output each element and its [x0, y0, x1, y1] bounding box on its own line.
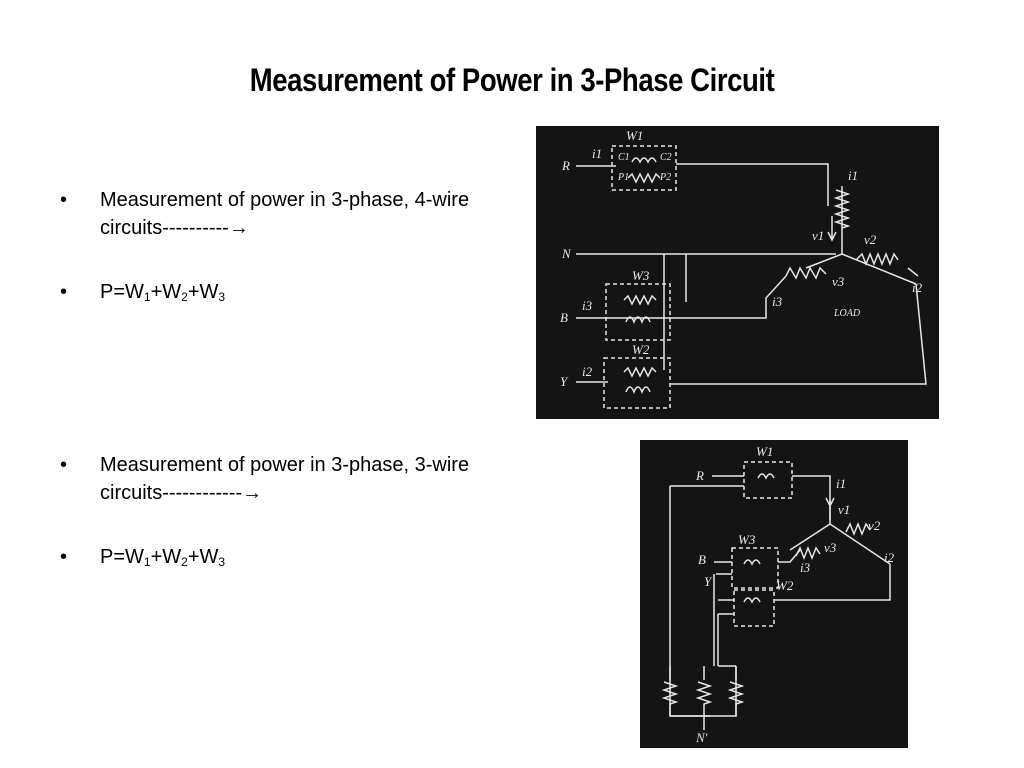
- label-i3: i3: [800, 560, 811, 575]
- formula-subscript: 2: [181, 555, 188, 569]
- bullet-4wire-description: Measurement of power in 3-phase, 4-wire …: [60, 186, 480, 242]
- label-v3: v3: [824, 540, 837, 555]
- label-v1: v1: [812, 228, 824, 243]
- label-b: B: [698, 552, 706, 567]
- formula-text: +W: [150, 546, 182, 568]
- label-y: Y: [704, 574, 713, 589]
- bullet-4wire-text: Measurement of power in 3-phase, 4-wire …: [100, 189, 470, 239]
- label-p2: P2: [659, 172, 671, 183]
- bullet-3wire-formula: P=W1+W2+W3: [60, 543, 480, 571]
- bullet-list-4wire: Measurement of power in 3-phase, 4-wire …: [60, 186, 480, 342]
- label-n-prime: N': [695, 730, 708, 745]
- label-i3-source: i3: [582, 298, 593, 313]
- label-n: N: [561, 246, 572, 261]
- label-w3: W3: [738, 532, 756, 547]
- label-w2: W2: [776, 578, 794, 593]
- label-w2: W2: [632, 342, 650, 357]
- formula-text: +W: [187, 546, 219, 568]
- label-i1-load: i1: [848, 168, 858, 183]
- circuit-diagram-3wire: W1 W3 W2 R B Y i1 i2 i3 v1 v2 v3 N': [640, 440, 908, 748]
- bullet-list-3wire: Measurement of power in 3-phase, 3-wire …: [60, 451, 480, 607]
- label-i1-source: i1: [592, 146, 602, 161]
- label-c2: C2: [660, 152, 672, 163]
- slide-title: Measurement of Power in 3-Phase Circuit: [249, 62, 775, 98]
- label-b: B: [560, 310, 568, 325]
- label-r: R: [561, 158, 570, 173]
- formula-text: P=W: [100, 281, 144, 303]
- circuit-4wire-svg: W1 W3 W2 R N B Y i1 i3 i2 C1 C2 P1 P2 i1…: [560, 128, 927, 409]
- circuit-diagram-4wire: W1 W3 W2 R N B Y i1 i3 i2 C1 C2 P1 P2 i1…: [536, 126, 939, 419]
- bullet-3wire-description: Measurement of power in 3-phase, 3-wire …: [60, 451, 480, 507]
- formula-text: +W: [150, 281, 182, 303]
- label-y: Y: [560, 374, 569, 389]
- bullet-3wire-text: Measurement of power in 3-phase, 3-wire …: [100, 454, 470, 504]
- label-p1: P1: [617, 172, 629, 183]
- formula-text: P=W: [100, 546, 144, 568]
- label-w1: W1: [626, 128, 643, 143]
- formula-subscript: 1: [143, 290, 151, 304]
- label-w1: W1: [756, 444, 773, 459]
- circuit-3wire-svg: W1 W3 W2 R B Y i1 i2 i3 v1 v2 v3 N': [661, 444, 895, 745]
- label-load: LOAD: [833, 308, 861, 319]
- label-v2: v2: [864, 232, 877, 247]
- label-w3: W3: [632, 268, 650, 283]
- formula-subscript: 3: [218, 555, 226, 569]
- label-i1: i1: [836, 476, 846, 491]
- label-r: R: [695, 468, 704, 483]
- formula-subscript: 3: [218, 290, 226, 304]
- right-arrow-icon: →: [242, 482, 263, 504]
- label-i2-load: i2: [912, 280, 923, 295]
- bullet-4wire-formula: P=W1+W2+W3: [60, 278, 480, 306]
- label-v2: v2: [868, 518, 881, 533]
- label-i2: i2: [884, 550, 895, 565]
- label-i3-load: i3: [772, 294, 783, 309]
- label-v3: v3: [832, 274, 845, 289]
- right-arrow-icon: →: [228, 217, 249, 239]
- label-i2-source: i2: [582, 364, 593, 379]
- formula-subscript: 1: [143, 555, 151, 569]
- formula-subscript: 2: [181, 290, 188, 304]
- label-v1: v1: [838, 502, 850, 517]
- formula-text: +W: [187, 281, 219, 303]
- label-c1: C1: [618, 152, 630, 163]
